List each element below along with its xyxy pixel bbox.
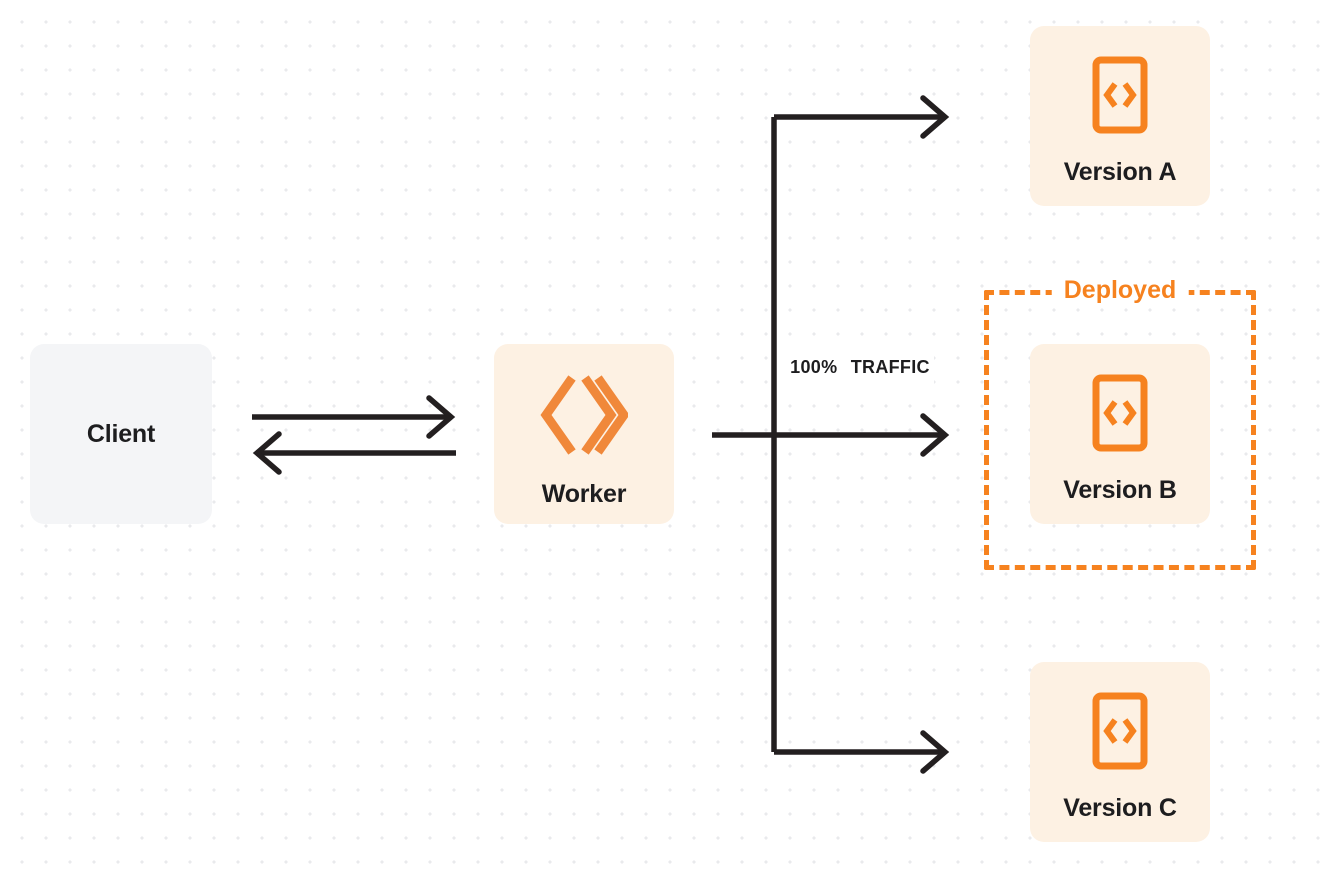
node-worker[interactable]: Worker — [494, 344, 674, 524]
arrow-worker-to-version-b — [712, 413, 950, 457]
arrow-worker-to-client — [252, 431, 456, 475]
node-client-label: Client — [86, 419, 156, 448]
deployed-group-label: Deployed — [1051, 278, 1189, 303]
node-version-b-label: Version B — [1063, 476, 1177, 504]
code-file-icon — [1092, 692, 1148, 770]
node-version-b[interactable]: Version B — [1030, 344, 1210, 524]
code-file-icon — [1092, 374, 1148, 452]
node-version-c[interactable]: Version C — [1030, 662, 1210, 842]
arrow-worker-to-version-c — [774, 730, 950, 774]
node-client[interactable]: Client — [30, 344, 212, 524]
node-version-c-label: Version C — [1063, 794, 1177, 822]
traffic-label: 100% TRAFFIC — [782, 350, 938, 385]
cloudflare-workers-logo-icon — [540, 372, 628, 458]
node-worker-label: Worker — [541, 480, 627, 508]
arrow-client-to-worker — [252, 395, 456, 439]
deployed-group-frame: Deployed — [984, 278, 1256, 570]
node-version-a[interactable]: Version A — [1030, 26, 1210, 206]
code-file-icon — [1092, 56, 1148, 134]
traffic-percent: 100% — [786, 350, 842, 385]
arrow-worker-to-version-a — [774, 95, 950, 139]
node-version-a-label: Version A — [1063, 158, 1177, 186]
traffic-word: TRAFFIC — [846, 350, 934, 385]
